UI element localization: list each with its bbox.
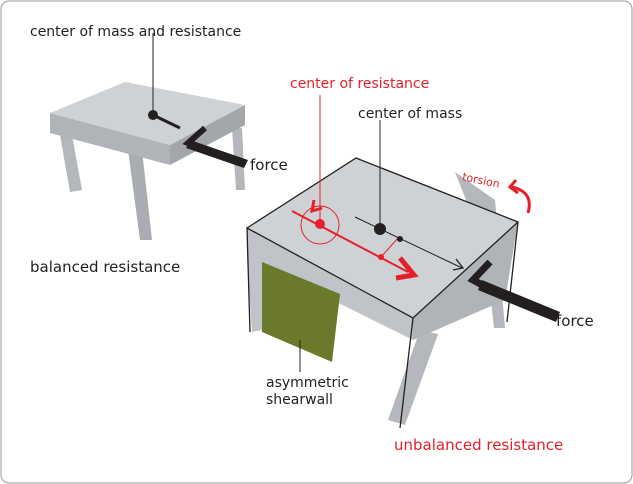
label-shearwall-line2: shearwall [266, 392, 333, 408]
center-of-resistance-dot [315, 219, 325, 229]
label-unbalanced-resistance: unbalanced resistance [394, 436, 564, 454]
center-of-mass-dot [148, 110, 158, 120]
label-force-right: force [556, 312, 594, 330]
balanced-table [50, 33, 248, 240]
unbalanced-table [246, 95, 560, 429]
center-of-mass-dot [374, 223, 386, 235]
shearwall [262, 262, 340, 362]
label-center-mass-resistance: center of mass and resistance [30, 24, 242, 40]
label-balanced-resistance: balanced resistance [30, 258, 181, 276]
label-force-left: force [250, 156, 288, 174]
force-arrow [478, 280, 560, 322]
torsion-arrow [511, 185, 531, 214]
label-center-of-mass: center of mass [358, 106, 463, 122]
label-shearwall: asymmetric shearwall [266, 375, 349, 409]
label-shearwall-line1: asymmetric [266, 375, 349, 391]
label-center-of-resistance: center of resistance [290, 76, 430, 92]
